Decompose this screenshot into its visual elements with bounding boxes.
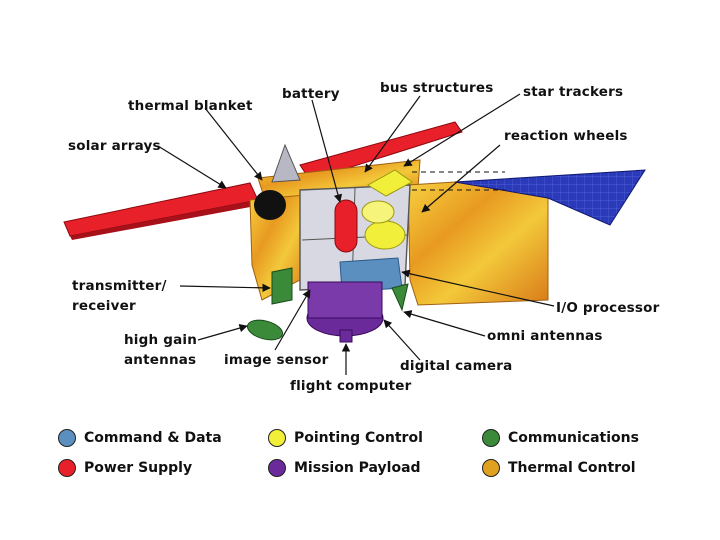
legend-swatch [58, 459, 76, 477]
legend-label: Command & Data [84, 430, 222, 446]
legend: Command & Data Pointing Control Communic… [0, 418, 720, 528]
legend-label: Communications [508, 430, 639, 446]
legend-swatch [482, 459, 500, 477]
label-omni-antennas: omni antennas [487, 328, 603, 344]
solar-array-right [454, 169, 646, 226]
reaction-wheel-2 [361, 200, 395, 224]
transmitter-box [271, 267, 293, 305]
label-reaction-wheels: reaction wheels [504, 128, 628, 144]
legend-item-power-supply: Power Supply [58, 456, 192, 480]
legend-swatch [58, 429, 76, 447]
label-receiver: receiver [72, 298, 136, 314]
star-tracker-box [367, 169, 413, 197]
reaction-wheel-1 [364, 220, 406, 250]
label-star-trackers: star trackers [523, 84, 623, 100]
high-gain-dish [246, 319, 284, 341]
black-cylinder [254, 190, 286, 220]
legend-label: Pointing Control [294, 430, 423, 446]
battery-capsule [334, 199, 358, 253]
label-thermal-blanket: thermal blanket [128, 98, 253, 114]
label-bus-structures: bus structures [380, 80, 493, 96]
label-high-gain: high gain [124, 332, 197, 348]
label-transmitter: transmitter/ [72, 278, 167, 294]
payload-nozzle [339, 329, 353, 343]
label-battery: battery [282, 86, 340, 102]
label-flight-computer: flight computer [290, 378, 412, 394]
payload-body [307, 281, 383, 319]
legend-item-command-data: Command & Data [58, 426, 222, 450]
legend-item-communications: Communications [482, 426, 639, 450]
legend-swatch [482, 429, 500, 447]
omni-antenna [391, 283, 409, 312]
legend-label: Thermal Control [508, 460, 636, 476]
label-image-sensor: image sensor [224, 352, 329, 368]
label-io-processor: I/O processor [556, 300, 660, 316]
legend-swatch [268, 429, 286, 447]
spacecraft-diagram: thermal blanket battery bus structures s… [63, 80, 660, 394]
legend-item-mission-payload: Mission Payload [268, 456, 421, 480]
thermal-blanket-right [407, 181, 549, 306]
solar-array-left-front [70, 200, 258, 240]
legend-item-pointing-control: Pointing Control [268, 426, 423, 450]
legend-item-thermal-control: Thermal Control [482, 456, 636, 480]
legend-label: Power Supply [84, 460, 193, 476]
star-tracker-cone [271, 143, 301, 183]
label-antennas: antennas [124, 352, 196, 368]
legend-label: Mission Payload [294, 460, 421, 476]
label-digital-camera: digital camera [400, 358, 512, 374]
label-solar-arrays: solar arrays [68, 138, 161, 154]
legend-swatch [268, 459, 286, 477]
